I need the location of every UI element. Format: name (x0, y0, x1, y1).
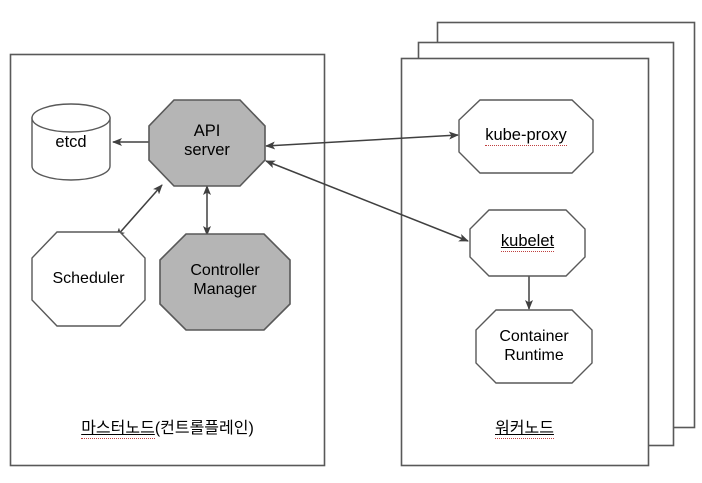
controller-manager-node[interactable] (159, 233, 291, 331)
etcd-node[interactable] (31, 103, 111, 181)
api-server-node[interactable] (148, 99, 266, 187)
scheduler-node[interactable] (31, 231, 146, 327)
kubelet-node[interactable] (469, 209, 586, 277)
master-node-zone-label-underlined: 마스터노드 (81, 420, 155, 439)
connector-layer (112, 131, 533, 310)
edge-api-server-to-scheduler (115, 184, 163, 238)
worker-node-zone-label-text: 워커노드 (495, 420, 554, 439)
edge-api-server-to-kube-proxy (265, 131, 459, 150)
container-runtime-node[interactable] (475, 309, 593, 384)
master-node-zone-label: 마스터노드(컨트롤플레인) (10, 414, 325, 439)
etcd-cylinder-top (31, 103, 111, 133)
worker-node-zone-label: 워커노드 (401, 414, 648, 439)
etcd-cylinder-body (31, 117, 111, 181)
master-node-zone-label-rest: (컨트롤플레인) (154, 420, 254, 437)
edge-api-server-to-kubelet (265, 160, 469, 242)
kube-proxy-node[interactable] (458, 99, 594, 174)
